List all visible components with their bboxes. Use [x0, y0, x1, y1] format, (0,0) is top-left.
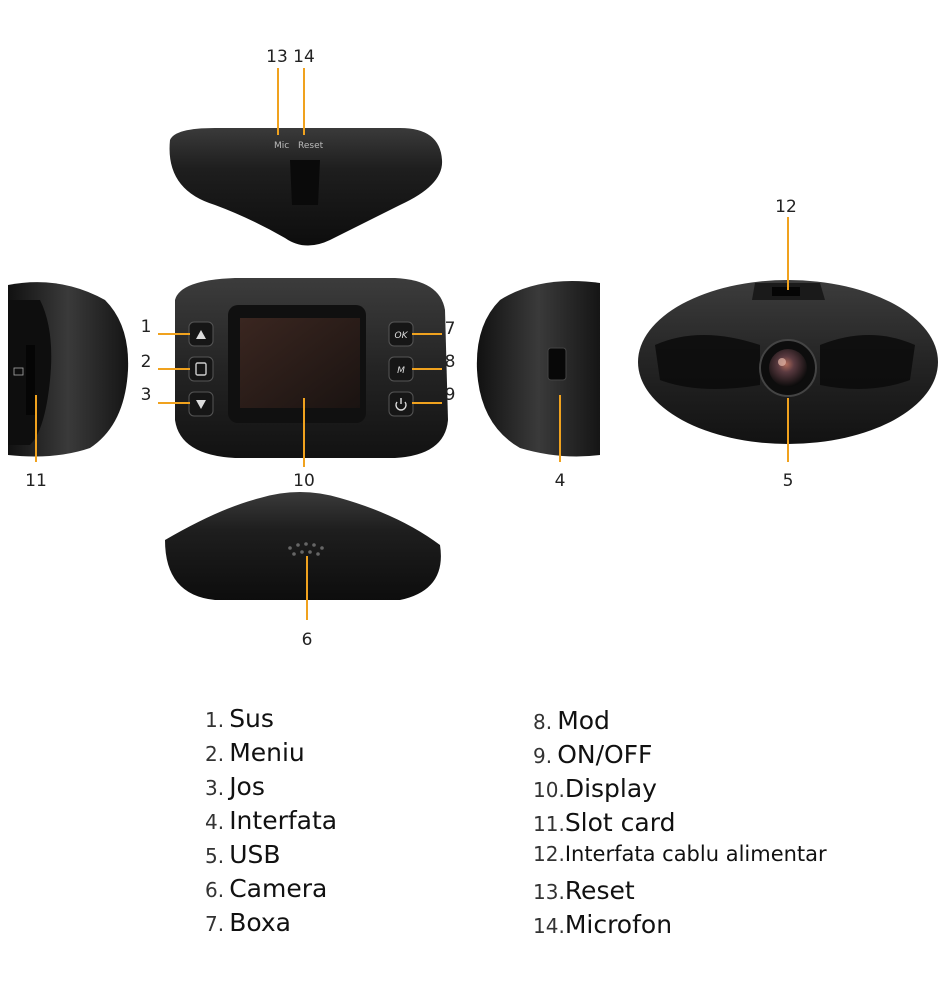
leader-lines — [35, 68, 789, 620]
callout-11: 11 — [25, 471, 47, 491]
callout-13: 13 — [266, 47, 288, 67]
front-view: OK M — [175, 278, 448, 458]
power-icon — [395, 401, 407, 411]
legend-item: 14.Microfon — [533, 910, 673, 939]
legend-item: 2. Meniu — [205, 738, 305, 767]
callout-9: 9 — [445, 385, 456, 405]
callout-14: 14 — [293, 47, 315, 67]
display-screen — [240, 318, 360, 408]
mic-port-label: Mic — [274, 141, 289, 151]
legend-item: 13.Reset — [533, 876, 635, 905]
legend-item: 11.Slot card — [533, 808, 676, 837]
callout-12: 12 — [775, 197, 797, 217]
callout-5: 5 — [783, 471, 794, 491]
top-view: Mic Reset — [169, 128, 443, 246]
legend-right: 8. Mod 9. ON/OFF 10.Display 11.Slot card… — [533, 706, 933, 946]
callout-7: 7 — [445, 319, 456, 339]
legend-item: 8. Mod — [533, 706, 610, 735]
legend-item: 4. Interfata — [205, 806, 338, 835]
power-cable-port — [772, 287, 800, 296]
bottom-view — [165, 492, 441, 600]
card-slot — [26, 345, 35, 415]
legend-item: 5. USB — [205, 840, 281, 869]
up-arrow-icon — [196, 330, 206, 339]
speaker-grille — [288, 542, 324, 556]
legend-item: 1. Sus — [205, 704, 274, 733]
callout-10: 10 — [293, 471, 315, 491]
legend-item: 7. Boxa — [205, 908, 291, 937]
folder-icon — [13, 367, 24, 376]
legend-item: 6. Camera — [205, 874, 328, 903]
ok-button-label: OK — [395, 331, 409, 341]
callout-8: 8 — [445, 352, 456, 372]
lens-view — [638, 280, 938, 444]
callout-1: 1 — [141, 317, 152, 337]
mode-button-label: M — [397, 366, 405, 376]
callout-6: 6 — [302, 630, 313, 650]
callout-4: 4 — [555, 471, 566, 491]
callout-numbers: 1 2 3 4 5 6 7 8 9 10 11 12 13 14 — [25, 47, 797, 650]
legend-item: 12.Interfata cablu alimentar — [533, 842, 827, 866]
down-arrow-icon — [196, 400, 206, 409]
menu-icon — [195, 362, 207, 376]
reset-port-label: Reset — [298, 141, 324, 151]
legend-item: 9. ON/OFF — [533, 740, 653, 769]
legend-item: 3. Jos — [205, 772, 265, 801]
dashcam-diagram: Mic Reset OK M — [8, 47, 938, 650]
legend-left: 1. Sus 2. Meniu 3. Jos 4. Interfata 5. U… — [205, 704, 505, 944]
menu-button[interactable] — [188, 356, 214, 382]
right-side-view — [476, 281, 600, 457]
legend-item: 10.Display — [533, 774, 657, 803]
left-side-view — [8, 282, 129, 457]
camera-lens — [769, 349, 807, 387]
callout-3: 3 — [141, 385, 152, 405]
callout-2: 2 — [141, 352, 152, 372]
usb-port — [547, 347, 567, 381]
